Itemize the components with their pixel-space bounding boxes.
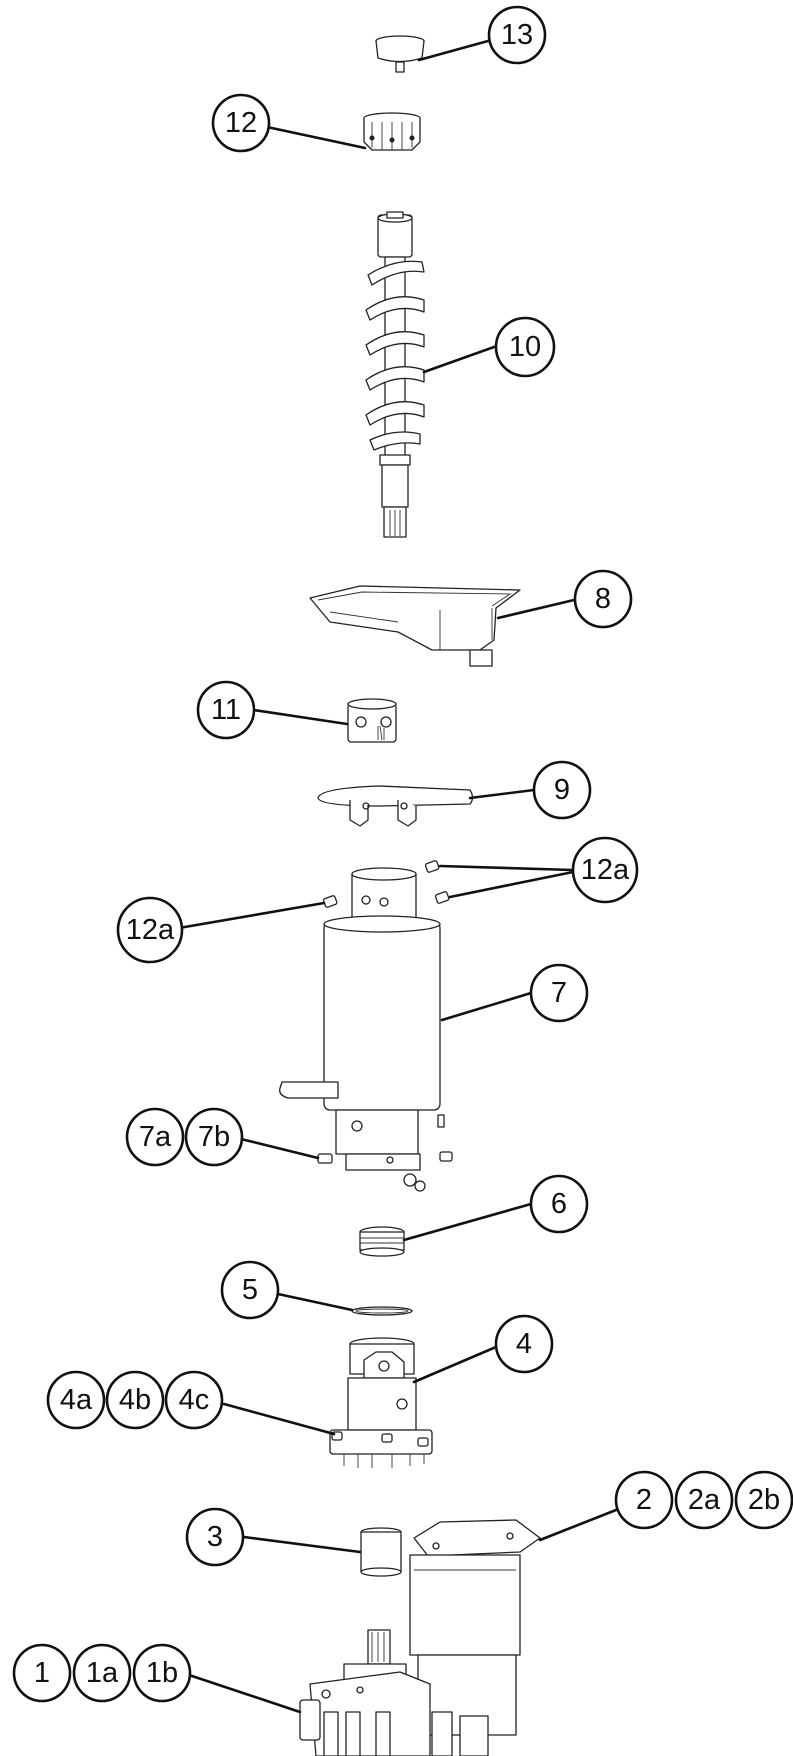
svg-text:7a: 7a — [139, 1121, 172, 1153]
part-8-hopper — [309, 585, 521, 667]
svg-text:4a: 4a — [60, 1384, 93, 1416]
svg-text:12: 12 — [225, 107, 257, 139]
svg-text:2: 2 — [636, 1484, 652, 1516]
callout-9: 9 — [532, 760, 592, 820]
callout-7: 7 — [529, 963, 589, 1023]
svg-text:1: 1 — [34, 1657, 50, 1689]
svg-text:6: 6 — [551, 1188, 567, 1220]
callout-12a-left: 12a — [116, 896, 184, 964]
svg-text:10: 10 — [509, 331, 541, 363]
leader-3 — [242, 1535, 362, 1554]
part-13-cap — [375, 35, 425, 73]
leader-7 — [440, 991, 533, 1022]
svg-text:4b: 4b — [119, 1384, 151, 1416]
svg-text:1a: 1a — [86, 1657, 119, 1689]
svg-text:5: 5 — [242, 1274, 258, 1306]
part-3-sleeve — [360, 1527, 402, 1577]
callout-6: 6 — [529, 1174, 589, 1234]
part-12-coupling — [363, 112, 421, 151]
leader-9 — [468, 788, 536, 800]
leader-12 — [265, 125, 367, 150]
part-6-bushing — [359, 1226, 405, 1257]
part-10-auger — [365, 211, 425, 538]
callout-13: 13 — [487, 5, 547, 65]
leader-12a-left — [177, 901, 326, 930]
callout-2: 2 — [614, 1470, 674, 1530]
callout-12: 12 — [211, 93, 271, 153]
callout-2a: 2a — [674, 1470, 734, 1530]
callout-4c: 4c — [164, 1370, 224, 1430]
callout-1b: 1b — [132, 1643, 192, 1703]
svg-text:7: 7 — [551, 977, 567, 1009]
leader-6 — [402, 1202, 533, 1242]
leader-5 — [276, 1292, 354, 1312]
part-11-collar — [347, 698, 397, 743]
callout-4a: 4a — [46, 1370, 106, 1430]
part-1-gearbox — [299, 1629, 489, 1756]
part-12a-screws — [322, 860, 450, 908]
leader-11 — [252, 708, 349, 726]
leader-10 — [422, 345, 496, 374]
svg-text:3: 3 — [207, 1521, 223, 1553]
part-7-housing — [279, 867, 453, 1192]
leader-8 — [496, 598, 576, 620]
svg-text:12a: 12a — [126, 914, 175, 946]
svg-text:2b: 2b — [748, 1484, 780, 1516]
callout-8: 8 — [573, 569, 633, 629]
leader-1ab — [187, 1673, 302, 1714]
leader-12a-right-top — [438, 864, 575, 872]
callout-1: 1 — [12, 1643, 72, 1703]
svg-text:11: 11 — [211, 694, 241, 726]
callout-4: 4 — [494, 1314, 554, 1374]
part-5-o-ring — [351, 1306, 413, 1316]
leader-2 — [538, 1508, 618, 1542]
callout-3: 3 — [185, 1507, 245, 1567]
leader-13 — [417, 39, 490, 62]
leader-4abc — [222, 1402, 336, 1436]
svg-text:9: 9 — [554, 774, 570, 806]
svg-text:4c: 4c — [179, 1384, 210, 1416]
leader-7ab — [239, 1137, 320, 1160]
svg-text:7b: 7b — [198, 1121, 230, 1153]
callouts: 13 12 10 8 11 9 12a 12a 7 7a 7b 6 5 4 4a… — [12, 5, 793, 1703]
svg-text:12a: 12a — [581, 854, 630, 886]
svg-text:13: 13 — [501, 19, 533, 51]
callout-5: 5 — [220, 1260, 280, 1320]
leader-4 — [412, 1345, 498, 1384]
callout-10: 10 — [494, 316, 556, 378]
part-4-gear-housing — [329, 1337, 433, 1468]
part-9-plate — [317, 785, 474, 827]
leader-12a-right-bottom — [448, 870, 575, 899]
callout-4b: 4b — [105, 1370, 165, 1430]
svg-text:1b: 1b — [146, 1657, 178, 1689]
callout-2b: 2b — [734, 1470, 793, 1530]
svg-text:2a: 2a — [688, 1484, 721, 1516]
callout-1a: 1a — [72, 1643, 132, 1703]
callout-7b: 7b — [184, 1107, 244, 1167]
svg-text:8: 8 — [595, 583, 611, 615]
svg-text:4: 4 — [516, 1328, 532, 1360]
callout-12a-right: 12a — [571, 836, 639, 904]
leader-lines — [177, 39, 618, 1714]
callout-11: 11 — [196, 680, 256, 740]
callout-7a: 7a — [125, 1107, 185, 1167]
